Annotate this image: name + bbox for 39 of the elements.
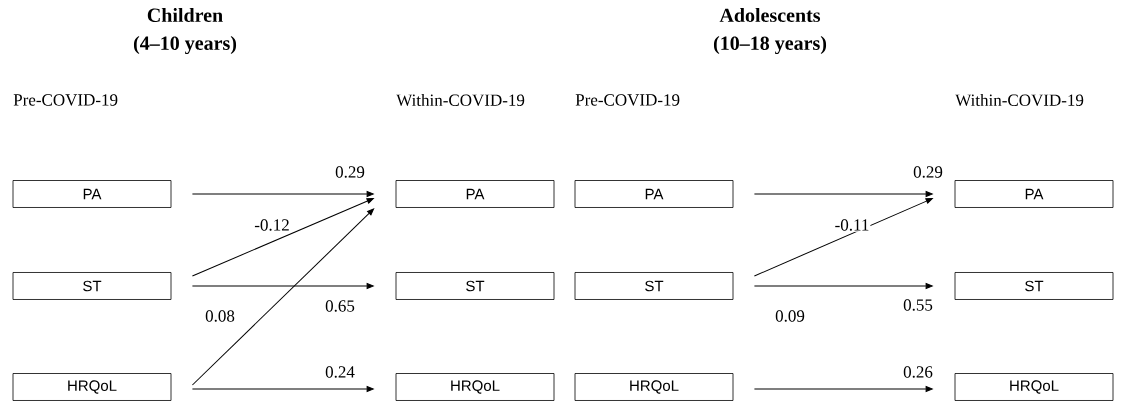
variable-box: ST — [12, 272, 172, 300]
variable-box: PA — [954, 180, 1114, 208]
arrow — [753, 198, 933, 277]
arrow — [191, 191, 374, 197]
group-heading: (10–18 years) — [713, 35, 827, 55]
variable-box: ST — [574, 272, 734, 300]
column-heading: Pre-COVID-19 — [575, 94, 680, 106]
arrow — [191, 283, 374, 289]
variable-box: HRQoL — [12, 373, 172, 401]
edge-label: 0.08 — [204, 309, 236, 323]
variable-box: ST — [954, 272, 1114, 300]
group-heading: Adolescents — [719, 7, 821, 23]
variable-box: HRQoL — [954, 373, 1114, 401]
group-heading: (4–10 years) — [133, 35, 237, 55]
edge-label: -0.12 — [253, 218, 291, 232]
edge-label: 0.65 — [324, 299, 356, 313]
variable-box: HRQoL — [395, 373, 555, 401]
variable-box: HRQoL — [574, 373, 734, 401]
edge-label: 0.55 — [902, 298, 934, 312]
arrow — [191, 386, 374, 392]
variable-box: PA — [12, 180, 172, 208]
variable-box: ST — [395, 272, 555, 300]
variable-box: PA — [574, 180, 734, 208]
column-heading: Within-COVID-19 — [955, 93, 1084, 106]
variable-box: PA — [395, 180, 555, 208]
path-coefficient: 0.09 — [775, 310, 805, 322]
edge-label: 0.24 — [324, 365, 356, 379]
edge-label: 0.29 — [912, 165, 944, 179]
column-heading: Within-COVID-19 — [396, 93, 525, 106]
edge-label: -0.11 — [833, 218, 871, 232]
arrow — [753, 283, 933, 289]
arrow — [191, 208, 375, 386]
arrow — [753, 191, 933, 197]
column-heading: Pre-COVID-19 — [13, 94, 118, 106]
edge-label: 0.26 — [902, 365, 934, 379]
arrow — [191, 198, 374, 277]
edge-label: 0.29 — [334, 165, 366, 179]
group-heading: Children — [147, 7, 223, 23]
arrow — [753, 386, 933, 392]
